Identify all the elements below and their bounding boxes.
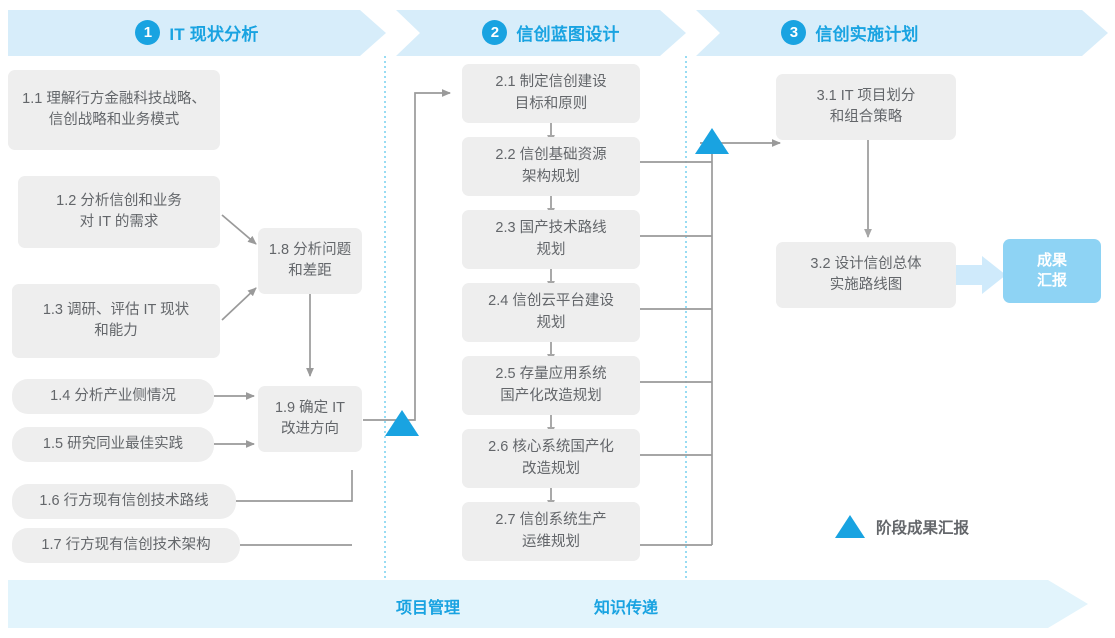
phase-number-1: 1	[135, 19, 161, 45]
task-box-2-2[interactable]: 2.2 信创基础资源 架构规划	[462, 137, 640, 196]
task-box-2-3[interactable]: 2.3 国产技术路线 规划	[462, 210, 640, 269]
phase-label-3: 信创实施计划	[815, 24, 919, 44]
task-box-1-4[interactable]: 1.4 分析产业侧情况	[12, 379, 214, 414]
task-box-2-1[interactable]: 2.1 制定信创建设 目标和原则	[462, 64, 640, 123]
task-box-1-3[interactable]: 1.3 调研、评估 IT 现状 和能力	[12, 284, 220, 358]
milestone-triangle-icon	[835, 515, 865, 538]
phase-header-1[interactable]: 1 IT 现状分析	[8, 10, 386, 56]
phase-number-3: 3	[781, 19, 807, 45]
footer-label-knowledge-transfer: 知识传递	[594, 600, 659, 617]
task-box-1-7[interactable]: 1.7 行方现有信创技术架构	[12, 528, 240, 563]
footer-label-project-management: 项目管理	[396, 600, 461, 617]
task-box-2-4[interactable]: 2.4 信创云平台建设 规划	[462, 283, 640, 342]
milestone-triangle-phase2	[695, 128, 729, 154]
phase-header-2[interactable]: 2 信创蓝图设计	[396, 10, 686, 56]
task-box-1-2[interactable]: 1.2 分析信创和业务 对 IT 的需求	[18, 176, 220, 248]
milestone-triangle-phase1	[385, 410, 419, 436]
task-box-2-5[interactable]: 2.5 存量应用系统 国产化改造规划	[462, 356, 640, 415]
task-box-1-8[interactable]: 1.8 分析问题 和差距	[258, 228, 362, 294]
phase-number-2: 2	[482, 19, 508, 45]
phase-header-3[interactable]: 3 信创实施计划	[696, 10, 1108, 56]
footer-band	[8, 580, 1088, 628]
task-box-1-9[interactable]: 1.9 确定 IT 改进方向	[258, 386, 362, 452]
result-arrow	[955, 256, 1006, 294]
task-box-1-6[interactable]: 1.6 行方现有信创技术路线	[12, 484, 236, 519]
legend: 阶段成果汇报	[835, 515, 969, 538]
task-box-1-5[interactable]: 1.5 研究同业最佳实践	[12, 427, 214, 462]
result-box[interactable]: 成果 汇报	[1003, 239, 1101, 303]
task-box-2-6[interactable]: 2.6 核心系统国产化 改造规划	[462, 429, 640, 488]
phase-label-1: IT 现状分析	[169, 24, 259, 44]
legend-label: 阶段成果汇报	[876, 519, 970, 537]
task-box-3-2[interactable]: 3.2 设计信创总体 实施路线图	[776, 242, 956, 308]
task-box-2-7[interactable]: 2.7 信创系统生产 运维规划	[462, 502, 640, 561]
task-box-3-1[interactable]: 3.1 IT 项目划分 和组合策略	[776, 74, 956, 140]
phase-label-2: 信创蓝图设计	[516, 24, 620, 44]
task-box-1-1[interactable]: 1.1 理解行方金融科技战略、 信创战略和业务模式	[8, 70, 220, 150]
